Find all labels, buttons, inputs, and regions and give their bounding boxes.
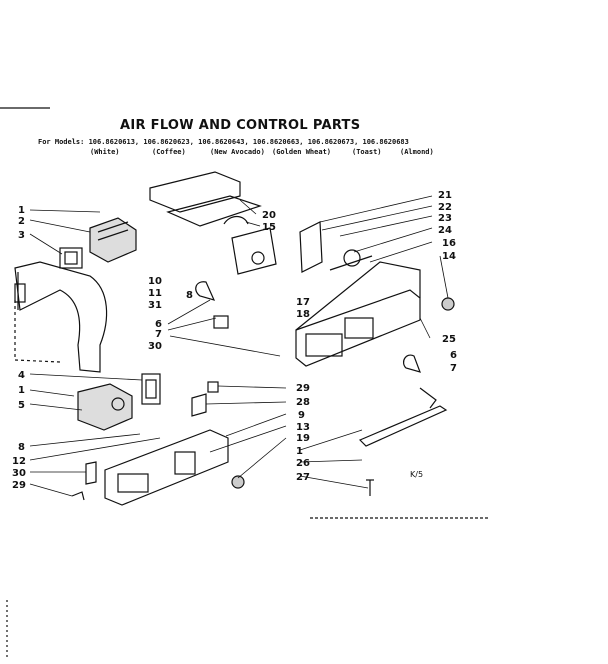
callout-number: 30 (12, 468, 26, 479)
models-line: For Models: 106.8620613, 106.8620623, 10… (38, 138, 409, 146)
color-label-toast: (Toast) (352, 148, 382, 156)
callout-number: 5 (18, 400, 25, 411)
right-panel-slot (344, 317, 374, 339)
callout-number: 26 (296, 458, 310, 469)
callout-number: 25 (442, 334, 456, 345)
lower-panel-window (117, 473, 149, 493)
callout-number: 14 (442, 251, 456, 262)
callout-number: 9 (298, 410, 305, 421)
center-bracket (231, 227, 277, 275)
callout-number: 21 (438, 190, 452, 201)
callout-number: 1 (296, 446, 303, 457)
callout-number: 7 (155, 329, 162, 340)
callout-number: 2 (18, 216, 25, 227)
callout-number: 27 (296, 472, 310, 483)
callout-number: 8 (186, 290, 193, 301)
lamp-socket-right (419, 387, 437, 409)
top-bracket-plate (166, 195, 262, 227)
clip (85, 461, 97, 485)
callout-number: 3 (18, 230, 25, 241)
clip-15 (223, 215, 249, 225)
color-label-almond: (Almond) (400, 148, 434, 156)
callout-number: 18 (296, 309, 310, 320)
bracket-28 (191, 393, 207, 417)
callout-number: 7 (450, 363, 457, 374)
color-label-white: (White) (90, 148, 120, 156)
switch-small (207, 381, 219, 393)
screw (71, 491, 85, 501)
right-control-panel (295, 289, 421, 367)
right-panel-window (305, 333, 343, 357)
control-knob-lower (231, 475, 245, 489)
callout-number: 29 (12, 480, 26, 491)
callout-number: 30 (148, 341, 162, 352)
callout-number: 20 (262, 210, 276, 221)
callout-number: 6 (450, 350, 457, 361)
callout-number: 31 (148, 300, 162, 311)
duct-outlet (14, 283, 26, 303)
color-label-coffee: (Coffee) (152, 148, 186, 156)
callout-number: 23 (438, 213, 452, 224)
air-duct (14, 261, 108, 373)
callout-number: 19 (296, 433, 310, 444)
drawing-code: K/5 (410, 470, 424, 479)
lamp-socket (213, 315, 229, 329)
callout-number: 6 (155, 319, 162, 330)
callout-number: 13 (296, 422, 310, 433)
callout-number: 24 (438, 225, 452, 236)
gasket (59, 247, 83, 269)
callout-number: 29 (296, 383, 310, 394)
light-shield (358, 405, 448, 447)
lamp-bulb (195, 281, 216, 301)
damper-housing (77, 383, 133, 431)
callout-number: 22 (438, 202, 452, 213)
callout-number: 16 (442, 238, 456, 249)
control-knob (441, 297, 455, 311)
diagram-title: AIR FLOW AND CONTROL PARTS (120, 118, 361, 133)
switch-housing (89, 217, 137, 263)
callout-number: 4 (18, 370, 25, 381)
callout-number: 17 (296, 297, 310, 308)
color-label-golden-wheat: (Golden Wheat) (272, 148, 332, 156)
top-bracket (149, 171, 241, 213)
callout-number: 15 (262, 222, 276, 233)
color-label-new-avocado: (New Avocado) (210, 148, 265, 156)
callout-number: 28 (296, 397, 310, 408)
callout-number: 11 (148, 288, 162, 299)
callout-number: 1 (18, 385, 25, 396)
callout-number: 12 (12, 456, 26, 467)
lower-panel-slot (174, 451, 196, 475)
lamp-bulb-right (402, 354, 421, 373)
lower-gasket (141, 373, 161, 405)
lower-control-panel (104, 429, 229, 506)
callout-number: 8 (18, 442, 25, 453)
callout-number: 10 (148, 276, 162, 287)
callout-number: 1 (18, 205, 25, 216)
thermostat (343, 249, 361, 267)
upper-right-bracket (299, 221, 323, 273)
